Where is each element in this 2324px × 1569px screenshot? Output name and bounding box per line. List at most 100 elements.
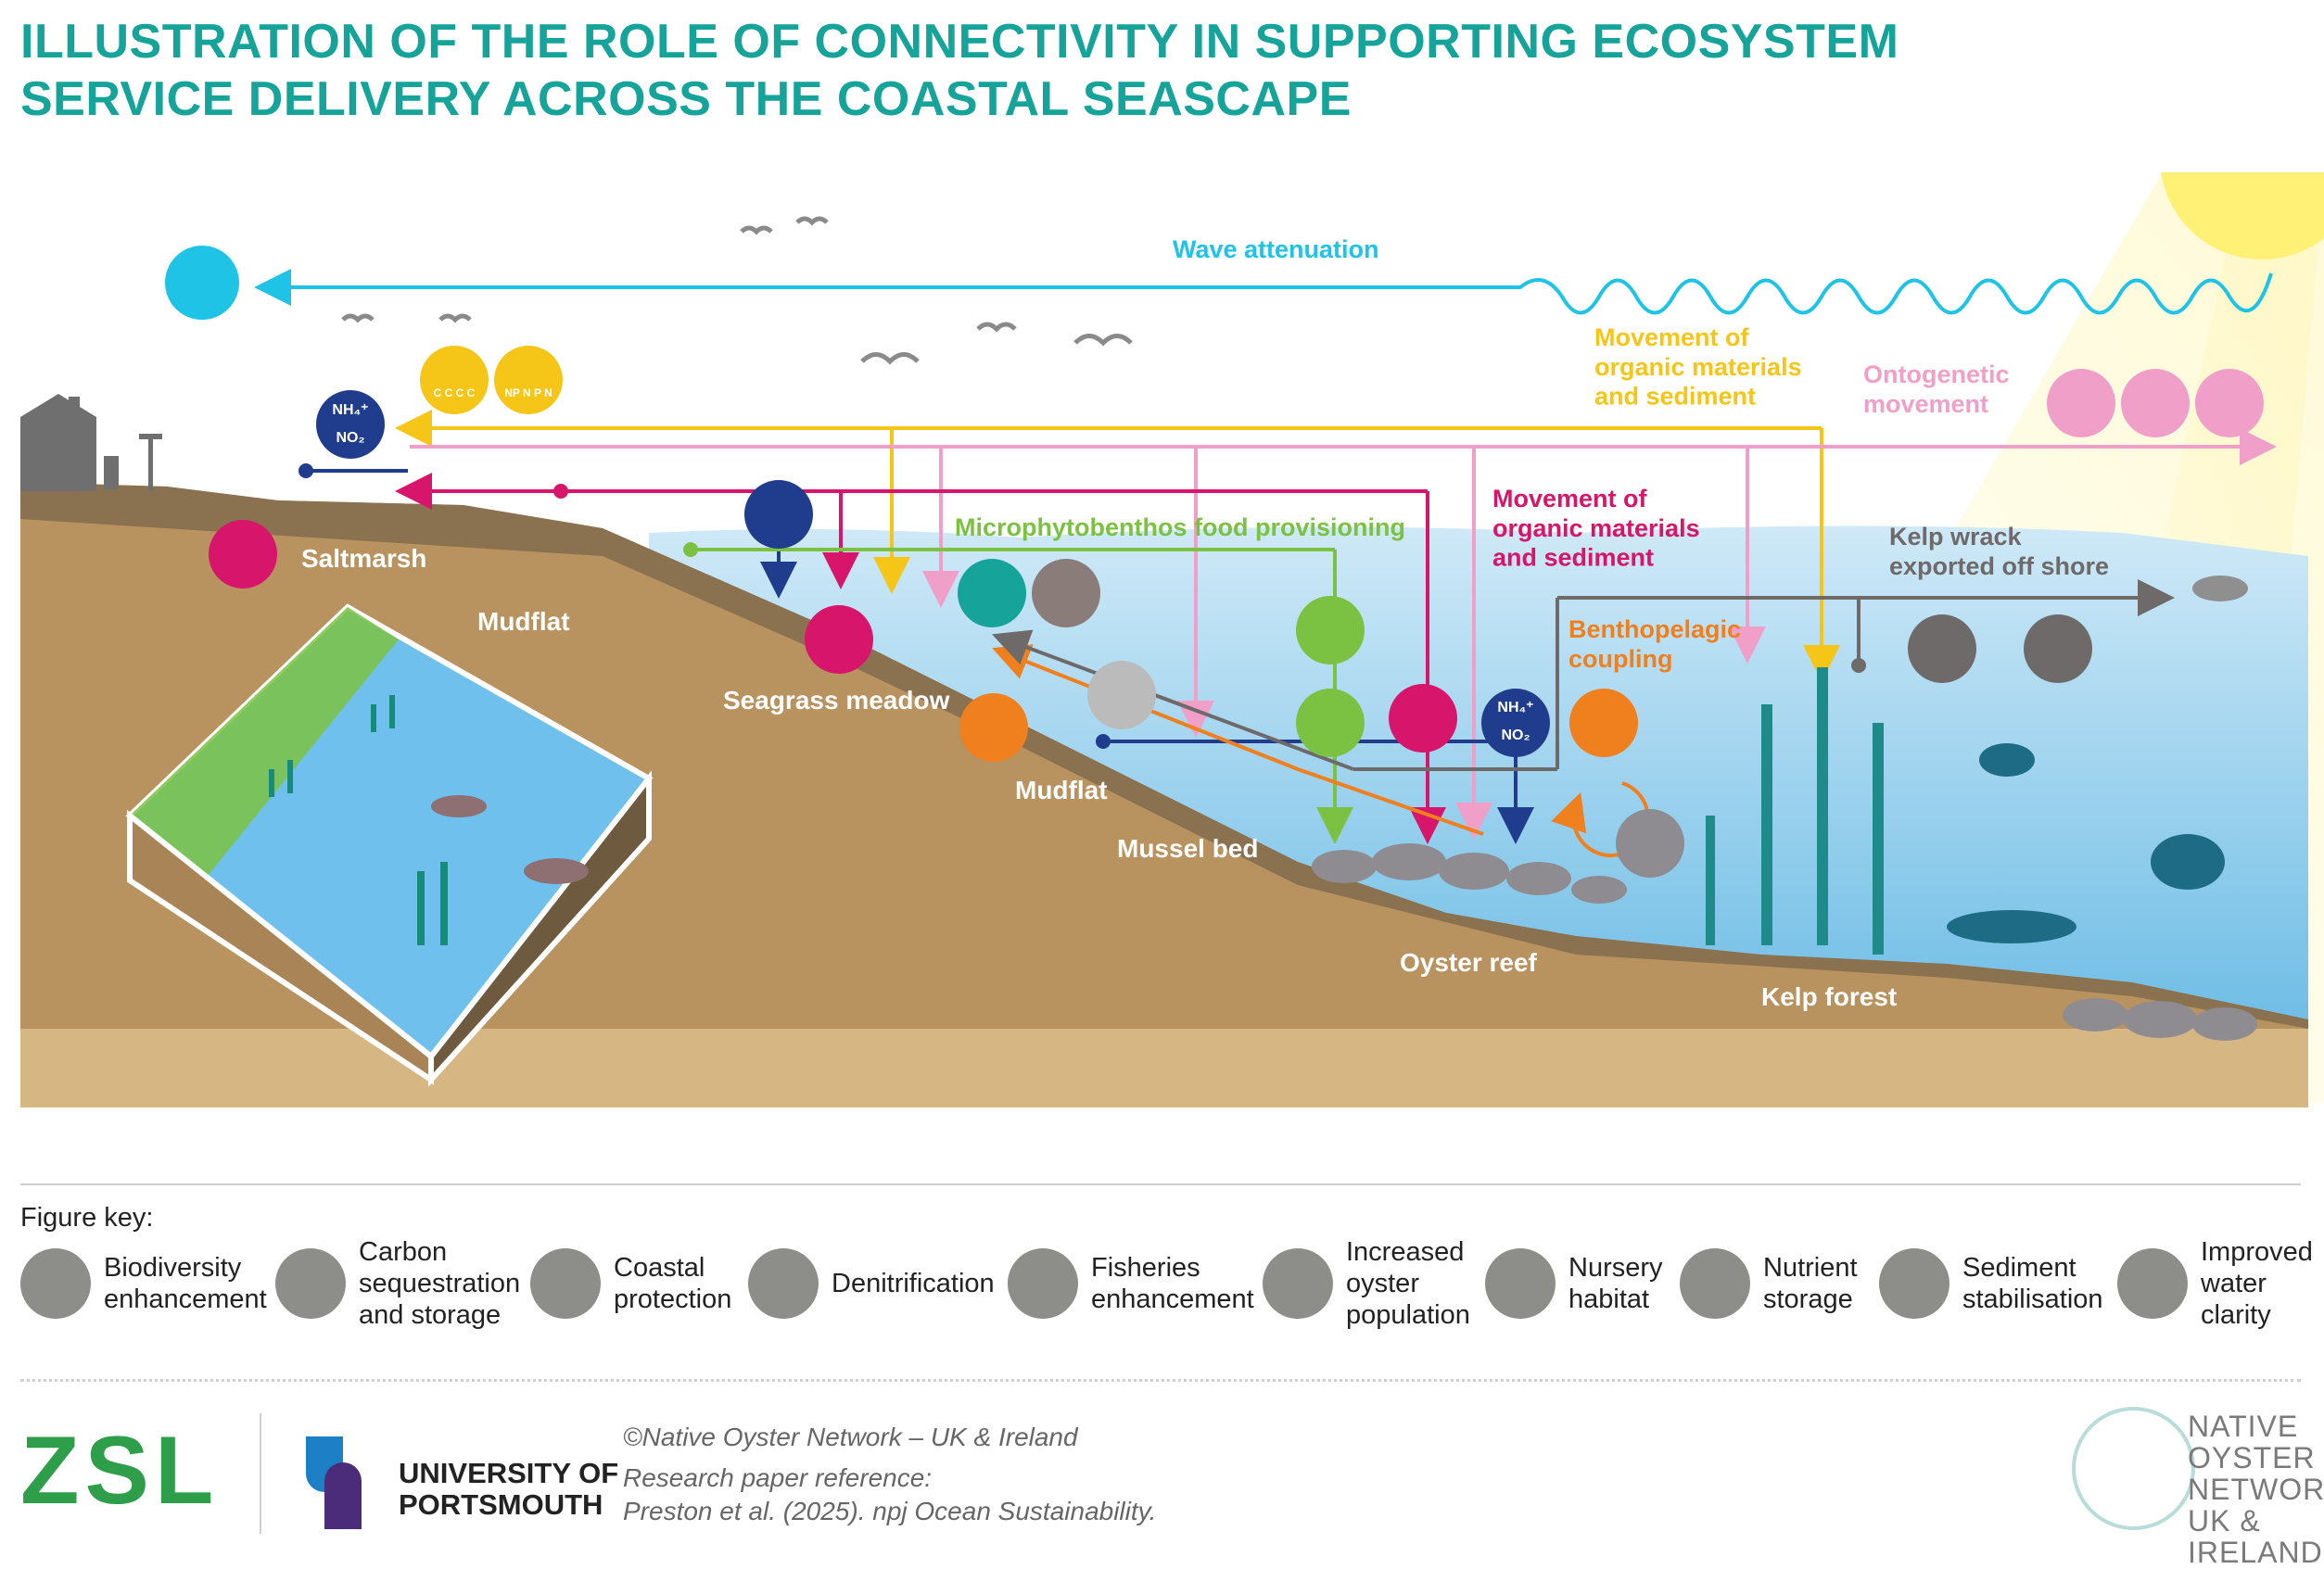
carbon-icon-mudflat [959,693,1028,762]
grey-flow [992,579,2175,771]
key-item-fisheries: Fisheries enhancement [1008,1233,1254,1335]
habitat-oyster-reef: Oyster reef [1400,948,1538,977]
nh4-glyph: NH₄⁺ [332,402,368,418]
label-line: exported off shore [1889,552,2109,580]
denitrification-icon-reef [1481,689,1550,757]
seahorse-icon-kelp [2024,614,2092,683]
key-item-nutrient: Nutrient storage [1680,1233,1858,1335]
key-label: Coastal protection [614,1253,732,1314]
fish-icon [1008,1248,1078,1319]
nursery-icon-ontogenetic [2047,369,2115,437]
key-item-nursery: Nursery habitat [1485,1233,1663,1335]
fish-icon-ontogenetic [2121,369,2190,437]
oyster-icon [1263,1248,1333,1319]
sediment-icon-reef [1389,684,1457,753]
university-of-portsmouth-logo: UNIVERSITY OF PORTSMOUTH [399,1457,619,1521]
sediment-icon [1879,1248,1949,1319]
nh4-glyph-reef: NH₄⁺ [1497,700,1533,715]
label-line: movement [1863,390,1988,418]
yellow-flow [395,410,1840,682]
label-line: and sediment [1594,383,1756,411]
copyright: ©Native Oyster Network – UK & Ireland [623,1423,1078,1451]
no2-glyph: NO₂ [336,430,364,446]
carbon-glyph: C C C C [434,386,476,399]
figure-key-title: Figure key: [20,1203,154,1233]
birds [341,216,1133,365]
water-drop-icon-seagrass [744,480,813,549]
coastal-protection-icon [165,246,239,320]
key-item-coastal: Coastal protection [530,1233,731,1335]
key-label: Improved water clarity [2201,1237,2313,1330]
label-line: organic materials [1492,514,1700,542]
nursery-icon-seagrass [958,559,1026,627]
green-flow-label: Microphytobenthos food provisioning [955,513,1405,541]
wave-icon [530,1248,601,1319]
key-label: Fisheries enhancement [1091,1253,1254,1314]
wave-attenuation-flow [165,246,2273,320]
oyster-icon-benthic [1616,809,1684,878]
reference-label: Research paper reference: [623,1463,933,1492]
scene-service-icons [209,346,2264,878]
no2-glyph-reef: NO₂ [1501,728,1530,743]
key-label: Sediment stabilisation [1962,1253,2103,1314]
label-line: Benthopelagic [1568,615,1741,643]
nursery-icon [1485,1248,1556,1319]
native-oyster-network-logo: NATIVE OYSTER NETWORK UK & IRELAND [2188,1410,2324,1569]
carbon-icon-saltmarsh [420,346,489,414]
kelp-forest [1706,667,1884,955]
label-line: Ontogenetic [1863,361,2010,388]
habitat-seagrass: Seagrass meadow [723,686,950,715]
seahorse-icon-ontogenetic [2195,369,2264,437]
page-title: ILLUSTRATION OF THE ROLE OF CONNECTIVITY… [20,13,1899,128]
carbon-icon-kelp [1908,614,1976,683]
key-label: Carbon sequestration and storage [359,1237,521,1330]
habitat-kelp-forest: Kelp forest [1761,982,1897,1011]
carbon-icon-reef [1296,689,1365,757]
denitrification-icon [748,1248,819,1319]
key-item-carbon: Carbon sequestration and storage [275,1233,520,1335]
zsl-logo: ZSL [20,1417,220,1525]
key-label: Nutrient storage [1763,1253,1858,1314]
label-line: Kelp wrack [1889,523,2023,550]
carbon-icon-seagrass [1032,559,1100,627]
magenta-flow [395,473,1446,844]
habitat-mudflat-upper: Mudflat [477,607,570,636]
key-item-water-clarity: Improved water clarity [2117,1233,2313,1335]
habitat-mudflat-lower: Mudflat [1015,776,1108,804]
key-label: Denitrification [832,1269,995,1298]
inset-block-diagram [125,603,654,1087]
label-line: coupling [1568,645,1672,673]
key-item-oyster: Increased oyster population [1263,1233,1470,1335]
denitrification-icon-saltmarsh [316,390,385,459]
label-line: organic materials [1594,353,1802,381]
carbon-icon [275,1248,346,1319]
label-line: and sediment [1492,544,1654,572]
wave-attenuation-label: Wave attenuation [1173,235,1379,263]
key-label: Biodiversity enhancement [104,1253,267,1314]
oyster-icon-reef [1296,596,1365,664]
marine-animals [1947,576,2248,943]
label-line: Movement of [1492,485,1648,512]
title-line-2: SERVICE DELIVERY ACROSS THE COASTAL SEAS… [20,72,1352,126]
title-line-1: ILLUSTRATION OF THE ROLE OF CONNECTIVITY… [20,15,1899,69]
key-label: Increased oyster population [1346,1237,1470,1330]
native-oyster-network-logo-mark [2072,1407,2195,1530]
seahorse-icon-mussel [1087,661,1156,729]
nutrient-icon [1680,1248,1750,1319]
university-of-portsmouth-logo-mark [306,1436,362,1529]
sediment-icon-seagrass [805,605,873,674]
figure-key: Biodiversity enhancement Carbon sequestr… [20,1233,2313,1335]
habitat-mussel-bed: Mussel bed [1117,834,1258,863]
mudbank [20,482,2308,1107]
sediment-icon-saltmarsh [209,520,277,588]
label-line: Movement of [1594,323,1750,351]
key-label: Nursery habitat [1568,1253,1663,1314]
habitat-saltmarsh: Saltmarsh [301,544,426,573]
key-item-sediment: Sediment stabilisation [1879,1233,2103,1335]
